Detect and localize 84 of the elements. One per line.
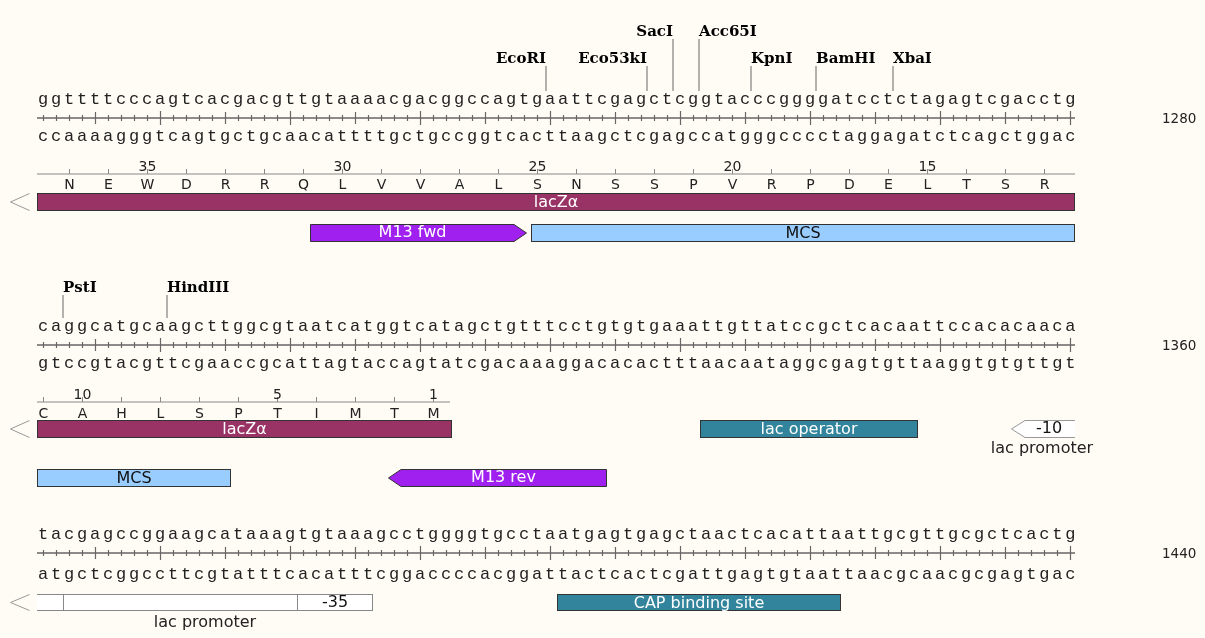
dna-sequence: tacgagccggaagcataaagtgtaaagcctggggtgcctaatgagtgagctaactcacattaattgcgttgcgctcactg <box>38 526 1079 544</box>
enzyme-site-label: BamHI <box>816 50 876 66</box>
enzyme-site-label: PstI <box>63 279 97 295</box>
dna-sequence: caggcatgcaagcttggcgtaatcatggtcatagctgtttcctgtgtgaaattgttatccgctcacaattccacacaaca <box>38 318 1079 336</box>
enzyme-site-label: Acc65I <box>699 23 757 39</box>
amino-acid-letter: V <box>727 176 738 192</box>
enzyme-site-label: EcoRI <box>495 50 546 66</box>
position-number: 1360 <box>1162 337 1197 353</box>
dna-sequence: atgctcggccttcgtatttcacatttcggaccccacggattactcactcgattgagtgtaattaacgcaacgcgagtgac <box>38 566 1079 584</box>
amino-acid-letter: P <box>689 176 698 192</box>
amino-acid-letter: T <box>390 405 399 421</box>
amino-acid-letter: V <box>415 176 426 192</box>
amino-acid-letter: E <box>104 176 113 192</box>
leader-line <box>815 65 817 92</box>
amino-acid-letter: W <box>140 176 155 192</box>
amino-acid-letter: S <box>533 176 542 192</box>
position-number: 1440 <box>1162 545 1197 561</box>
amino-acid-letter: D <box>844 176 855 192</box>
feature-label: -10 <box>1035 418 1063 437</box>
residue-number: 10 <box>73 386 92 402</box>
dna-sequence: ccaaaagggtcagtgctgcaacattttgctgccggtcacttaagctcgagccatgggcccctaggagatctcagctggac <box>38 128 1079 146</box>
primer-feature: M13 fwd <box>310 224 527 242</box>
enzyme-site-label: KpnI <box>751 50 793 66</box>
amino-acid-letter: T <box>273 405 282 421</box>
feature-bar: MCS <box>37 469 231 487</box>
feature-bar: MCS <box>531 224 1075 242</box>
feature-caption: lac promoter <box>990 439 1094 457</box>
amino-acid-letter: I <box>314 405 319 421</box>
residue-number: 15 <box>918 158 937 174</box>
position-number: 1280 <box>1162 110 1197 126</box>
dna-sequence: gtccgtacgttcgaaccgcattagtaccagtatcgacaaaggacacactttaacaataggcgagtgttaaggtgtgttgt <box>38 355 1079 373</box>
amino-acid-letter: R <box>1039 176 1050 192</box>
leader-line <box>646 65 648 92</box>
residue-number: 20 <box>723 158 742 174</box>
leader-line <box>166 294 168 319</box>
amino-acid-letter: T <box>962 176 971 192</box>
residue-number: 30 <box>333 158 352 174</box>
residue-number: 5 <box>273 386 282 402</box>
residue-number: 1 <box>429 386 438 402</box>
feature-bar: lacZα <box>37 193 1075 211</box>
leader-line <box>672 38 674 92</box>
amino-acid-letter: M <box>427 405 440 421</box>
amino-acid-letter: Q <box>298 176 309 192</box>
amino-acid-letter: V <box>376 176 387 192</box>
enzyme-site-label: Eco53kI <box>578 50 647 66</box>
amino-acid-letter: L <box>494 176 503 192</box>
amino-acid-letter: P <box>234 405 243 421</box>
leader-line <box>545 65 547 92</box>
leader-line <box>698 38 700 92</box>
leader-line <box>892 65 894 92</box>
leader-line <box>750 65 752 92</box>
amino-acid-letter: A <box>454 176 465 192</box>
amino-acid-letter: S <box>195 405 204 421</box>
amino-acid-letter: R <box>220 176 231 192</box>
amino-acid-letter: D <box>181 176 192 192</box>
amino-acid-letter: C <box>38 405 49 421</box>
dna-sequence: ggttttcccagtcacgacgttgtaaaacgacggccagtgaattcgagctcggtacccggggatcctctagagtcgacctg <box>38 91 1079 109</box>
amino-acid-letter: L <box>923 176 932 192</box>
amino-acid-letter: E <box>884 176 893 192</box>
amino-acid-letter: R <box>259 176 270 192</box>
amino-acid-letter: H <box>116 405 127 421</box>
amino-acid-letter: A <box>77 405 88 421</box>
enzyme-site-label: HindIII <box>167 279 230 295</box>
amino-acid-letter: S <box>611 176 620 192</box>
amino-acid-letter: M <box>349 405 362 421</box>
amino-acid-letter: S <box>1001 176 1010 192</box>
enzyme-site-label: SacI <box>636 23 673 39</box>
feature-caption: lac promoter <box>153 613 257 631</box>
amino-acid-letter: N <box>64 176 75 192</box>
feature-bar: lacZα <box>37 420 452 438</box>
amino-acid-letter: L <box>156 405 165 421</box>
amino-acid-letter: L <box>338 176 347 192</box>
residue-number: 35 <box>138 158 157 174</box>
promoter-segment: -35 <box>297 594 372 611</box>
feature-bar: CAP binding site <box>557 594 841 611</box>
leader-line <box>62 294 64 319</box>
enzyme-site-label: XbaI <box>893 50 932 66</box>
residue-number: 25 <box>528 158 547 174</box>
amino-acid-letter: R <box>766 176 777 192</box>
amino-acid-letter: P <box>806 176 815 192</box>
amino-acid-letter: N <box>571 176 582 192</box>
primer-feature: M13 rev <box>388 469 607 487</box>
amino-acid-letter: S <box>650 176 659 192</box>
feature-bar: lac operator <box>700 420 918 438</box>
